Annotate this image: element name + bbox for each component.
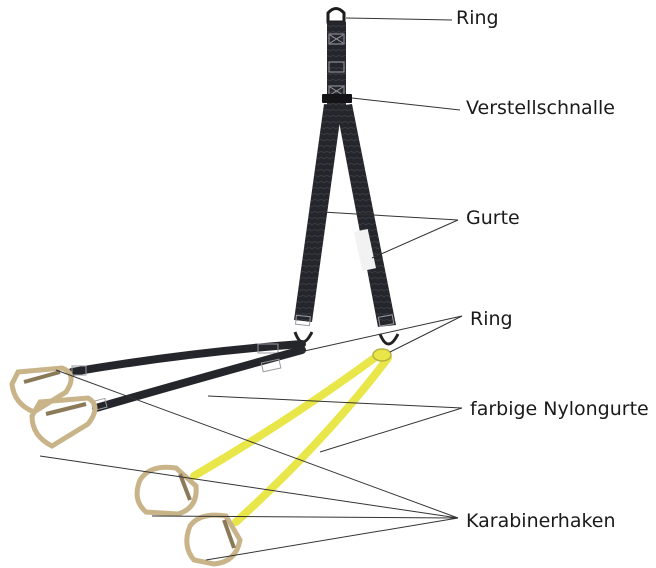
leader-carabiner-4 <box>206 518 458 560</box>
dark-lanyard-2 <box>91 350 302 411</box>
carabiner-icon <box>137 467 196 514</box>
leader-straps-right <box>372 220 458 258</box>
left-strap <box>294 104 342 326</box>
leader-ring-top <box>346 18 452 20</box>
label-ring-bottom: Ring <box>470 310 513 329</box>
lower-ring-right-icon <box>380 334 398 344</box>
carabiner-icon <box>187 515 240 564</box>
label-straps: Gurte <box>466 209 520 228</box>
leader-nylon-1 <box>208 396 462 408</box>
label-ring-top: Ring <box>456 9 499 28</box>
label-nylon-straps: farbige Nylongurte <box>470 400 649 419</box>
leader-ring-right <box>390 316 462 352</box>
yellow-ring-junction <box>373 349 391 361</box>
top-ring-icon <box>328 9 344 23</box>
leader-straps-left <box>322 212 458 220</box>
label-buckle: Verstellschnalle <box>466 99 615 118</box>
buckle-icon <box>322 94 352 103</box>
leader-carabiner-1 <box>56 370 458 518</box>
carabiner-icon <box>12 368 71 412</box>
leader-buckle <box>352 98 460 110</box>
leader-lines <box>40 18 462 560</box>
label-carabiners: Karabinerhaken <box>466 512 616 531</box>
